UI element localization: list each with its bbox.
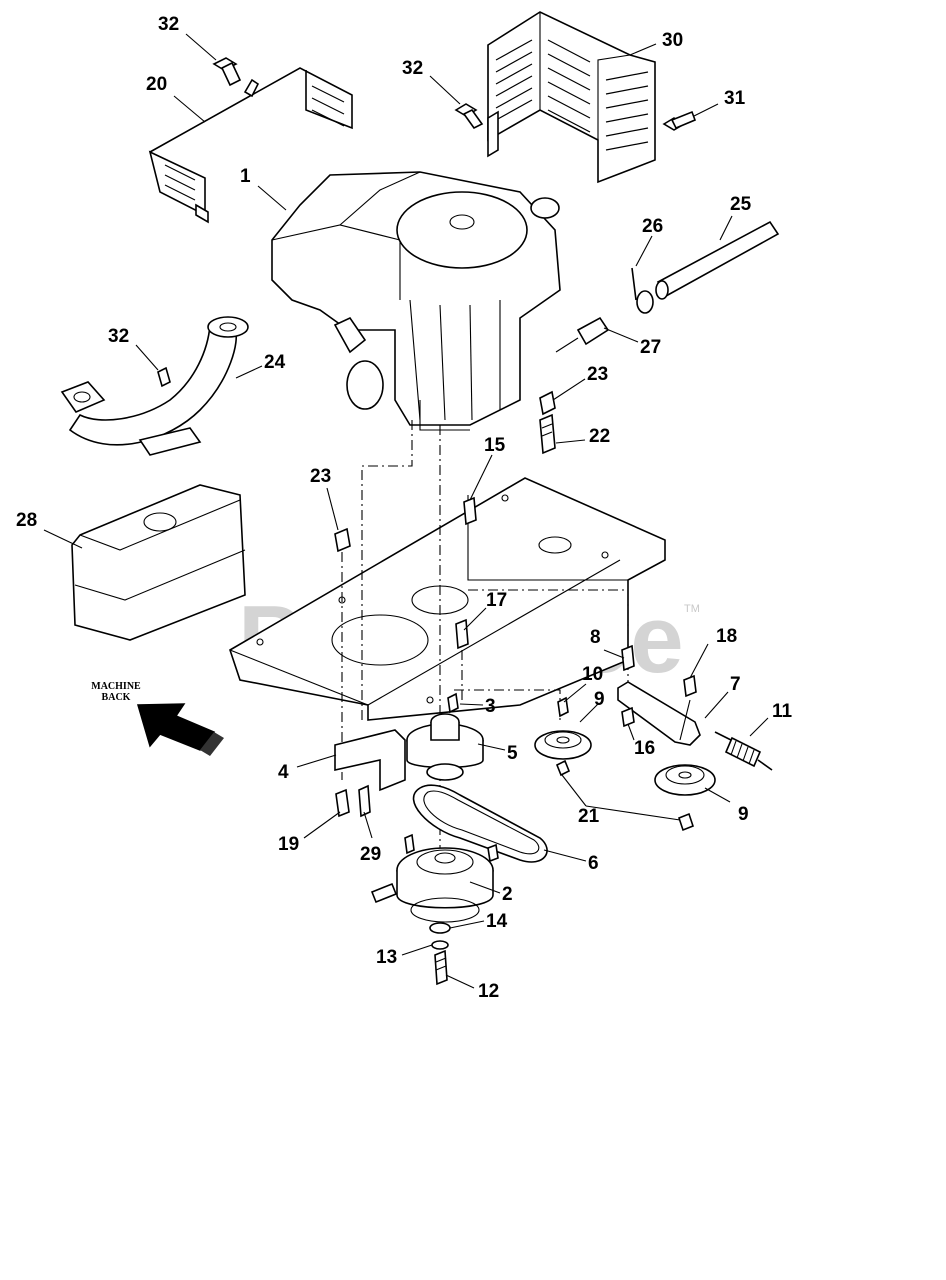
callout-32-left: 32 [108, 326, 129, 347]
part-31-screw [662, 110, 697, 131]
part-10-bolt [557, 696, 569, 718]
part-16-bushing [621, 706, 635, 728]
callout-24: 24 [264, 352, 286, 373]
part-32-screw-a [212, 57, 242, 87]
callout-27: 27 [640, 337, 661, 358]
callout-16: 16 [634, 738, 655, 759]
callout-32-top-left: 32 [158, 14, 179, 35]
callout-19: 19 [278, 834, 299, 855]
part-12-bolt [434, 949, 448, 986]
part-15-bolt [463, 496, 477, 526]
callout-13: 13 [376, 947, 397, 968]
part-7-idler-arm [617, 681, 701, 746]
callout-20: 20 [146, 74, 167, 95]
part-21-nut-upper [555, 759, 571, 777]
direction-label-line2: BACK [102, 692, 131, 703]
part-23-bolt-left [334, 527, 351, 553]
part-19-bolt [335, 788, 350, 818]
callout-11: 11 [772, 701, 793, 722]
part-27-fitting [555, 316, 610, 353]
callout-23-left: 23 [310, 466, 331, 487]
part-3-key [447, 692, 459, 714]
part-9-pulley-lower [654, 764, 716, 796]
part-4-bracket [334, 729, 406, 792]
part-8-pin [621, 644, 635, 672]
callout-29: 29 [360, 844, 381, 865]
callout-25: 25 [730, 194, 752, 215]
callout-1: 1 [240, 166, 251, 187]
part-2-clutch [370, 833, 499, 923]
direction-label-line1: MACHINE [91, 681, 141, 692]
callout-32-top-right: 32 [402, 58, 423, 79]
leader-lines [43, 33, 769, 989]
callout-31: 31 [724, 88, 746, 109]
machine-back-arrow [137, 703, 224, 756]
part-18-bolt [683, 674, 697, 698]
part-32-screw-c [157, 366, 171, 388]
callout-30: 30 [662, 30, 683, 51]
part-17-bolt [455, 618, 469, 650]
part-20-shield [148, 67, 353, 224]
part-32-screw-b [454, 103, 484, 130]
callout-12: 12 [478, 981, 499, 1002]
part-1-engine [271, 171, 561, 431]
part-11-spring [714, 731, 773, 771]
callout-14: 14 [486, 911, 508, 932]
callout-2: 2 [502, 884, 513, 905]
watermark-trademark: TM [684, 603, 700, 615]
part-30-screen [487, 11, 656, 184]
callout-26: 26 [642, 216, 663, 237]
callout-7: 7 [730, 674, 741, 695]
callout-18: 18 [716, 626, 737, 647]
callout-3: 3 [485, 696, 496, 717]
callout-8: 8 [590, 627, 601, 648]
part-22-bolt [539, 413, 556, 455]
callout-28: 28 [16, 510, 37, 531]
callout-9-upper: 9 [594, 689, 605, 710]
part-29-bolt [358, 784, 371, 818]
callout-5: 5 [507, 743, 518, 764]
part-6-belt [412, 784, 548, 863]
part-23-bolt-right [539, 390, 556, 416]
part-13-washer [431, 940, 449, 950]
part-28-muffler [71, 484, 246, 641]
part-14-washer [429, 922, 451, 934]
callout-23-right: 23 [587, 364, 608, 385]
callout-6: 6 [588, 853, 599, 874]
part-26-clamp [631, 267, 654, 314]
callout-4: 4 [278, 762, 289, 783]
part-21-nut-lower [678, 812, 694, 832]
callout-9-lower: 9 [738, 804, 749, 825]
part-24-pipe [60, 316, 249, 456]
callout-15: 15 [484, 435, 506, 456]
callouts: 1 2 3 4 5 6 7 8 9 9 10 11 12 13 14 15 16… [16, 14, 793, 1002]
callout-22: 22 [589, 426, 610, 447]
callout-21: 21 [578, 806, 600, 827]
callout-10: 10 [582, 664, 603, 685]
part-25-hose [655, 220, 780, 300]
part-5-pulley [406, 713, 484, 781]
callout-17: 17 [486, 590, 507, 611]
part-9-pulley-upper [534, 730, 592, 760]
